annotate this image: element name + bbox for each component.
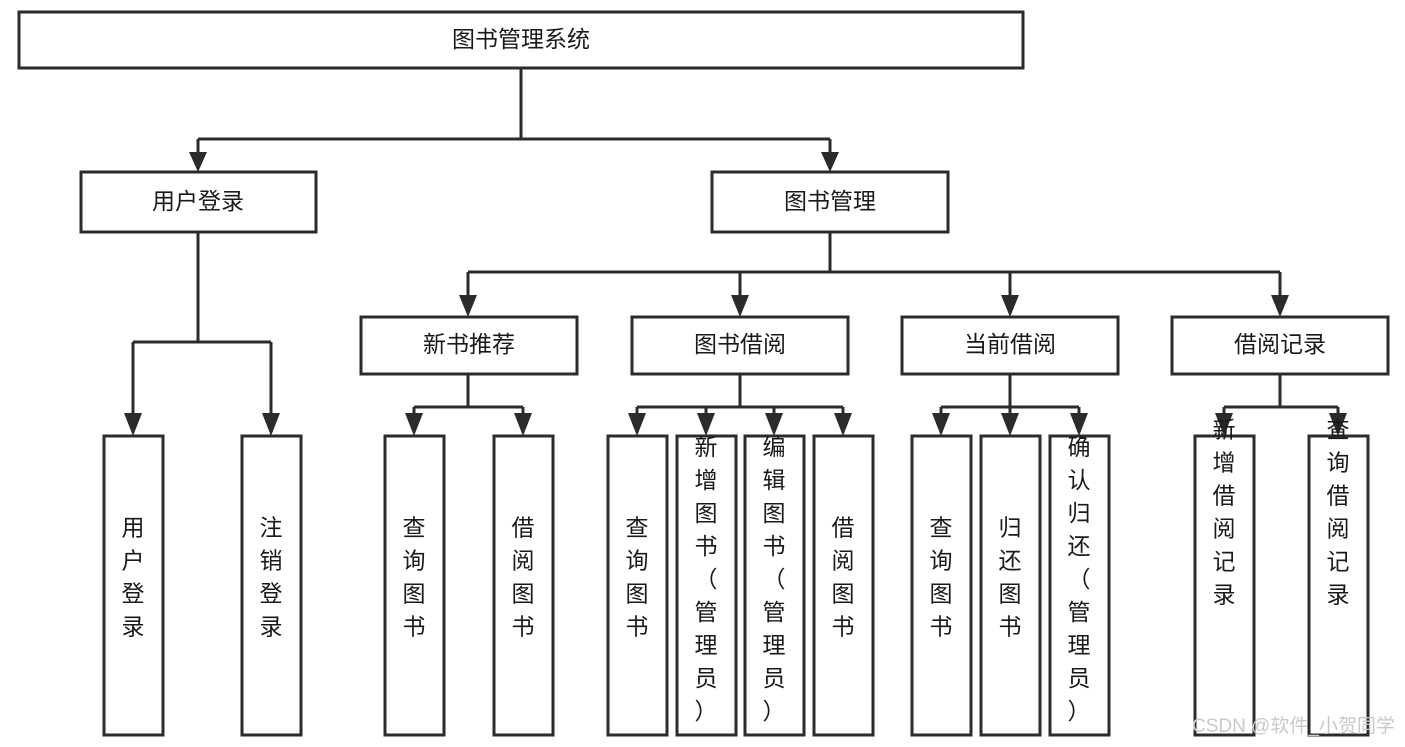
leaf-confirm-return[interactable]: 确认归还（管理员）	[1048, 434, 1111, 737]
leaf-query-book-1[interactable]: 查询图书	[383, 434, 446, 737]
leaf-user-login-box[interactable]	[102, 434, 165, 737]
node-root-box[interactable]	[17, 10, 1025, 70]
leaf-borrow-book-2-box[interactable]	[812, 434, 875, 737]
leaf-user-login[interactable]: 用户登录	[102, 434, 165, 737]
arrow-head-leaf-logout	[262, 413, 280, 436]
leaf-borrow-book-2-label: 借阅图书	[832, 515, 855, 640]
connector-group	[124, 68, 1347, 436]
leaf-borrow-book-1-box[interactable]	[492, 434, 555, 737]
leaf-query-record[interactable]: 查询借阅记录	[1307, 417, 1370, 737]
node-book-manage-box[interactable]	[710, 170, 950, 234]
leaf-return-book-label: 归还图书	[999, 515, 1022, 640]
leaf-add-record-label: 新增借阅记录	[1213, 417, 1236, 608]
arrow-head-leaf-add-record	[1215, 413, 1233, 436]
node-user-login-box[interactable]	[79, 170, 318, 234]
arrow-head-book-manage	[821, 152, 839, 172]
leaf-borrow-book-1-label: 借阅图书	[512, 515, 535, 640]
node-borrow-record-label: 借阅记录	[1234, 331, 1326, 357]
leaf-add-book-label: 新增图书（管理员）	[695, 434, 718, 724]
leaf-confirm-return-label: 确认归还（管理员）	[1068, 434, 1091, 724]
leaf-add-record-box[interactable]	[1193, 434, 1256, 737]
arrow-head-current-borrow	[1001, 295, 1019, 317]
leaf-user-login-label: 用户登录	[122, 515, 145, 640]
arrow-head-leaf-query-book-1	[405, 413, 423, 436]
leaf-add-book-box[interactable]	[675, 434, 738, 737]
node-book-manage-label: 图书管理	[784, 188, 876, 214]
leaf-return-book[interactable]: 归还图书	[979, 434, 1042, 737]
node-book-borrow-label: 图书借阅	[694, 331, 786, 357]
node-new-book-rec-box[interactable]	[359, 315, 579, 376]
leaf-query-book-2-label: 查询图书	[626, 515, 649, 640]
node-root-label: 图书管理系统	[452, 26, 590, 52]
node-current-borrow-label: 当前借阅	[964, 331, 1056, 357]
arrow-head-leaf-query-book-2	[628, 413, 646, 436]
arrow-head-leaf-add-book	[697, 413, 715, 436]
arrow-head-leaf-query-book-3	[932, 413, 950, 436]
arrow-head-leaf-user-login	[124, 413, 142, 436]
leaf-query-book-2[interactable]: 查询图书	[606, 434, 669, 737]
leaf-query-book-1-box[interactable]	[383, 434, 446, 737]
node-borrow-record[interactable]: 借阅记录	[1170, 315, 1390, 376]
node-borrow-record-box[interactable]	[1170, 315, 1390, 376]
leaf-query-record-label: 查询借阅记录	[1327, 417, 1350, 608]
arrow-head-new-book-rec	[459, 295, 477, 317]
leaf-add-book[interactable]: 新增图书（管理员）	[675, 434, 738, 737]
leaf-logout-box[interactable]	[240, 434, 303, 737]
leaf-logout[interactable]: 注销登录	[240, 434, 303, 737]
arrow-head-book-borrow	[731, 295, 749, 317]
node-book-manage[interactable]: 图书管理	[710, 170, 950, 234]
arrow-head-leaf-borrow-book-1	[514, 413, 532, 436]
arrow-head-user-login	[189, 152, 207, 172]
arrow-head-leaf-borrow-book-2	[834, 413, 852, 436]
arrow-head-leaf-query-record	[1329, 413, 1347, 436]
leaf-borrow-book-1[interactable]: 借阅图书	[492, 434, 555, 737]
leaf-edit-book-label: 编辑图书（管理员）	[763, 434, 786, 724]
node-book-borrow[interactable]: 图书借阅	[630, 315, 850, 376]
leaf-edit-book-box[interactable]	[743, 434, 806, 737]
leaf-return-book-box[interactable]	[979, 434, 1042, 737]
arrow-head-borrow-record	[1271, 295, 1289, 317]
leaf-borrow-book-2[interactable]: 借阅图书	[812, 434, 875, 737]
leaf-query-book-3[interactable]: 查询图书	[910, 434, 973, 737]
node-new-book-rec-label: 新书推荐	[423, 331, 515, 357]
node-current-borrow-box[interactable]	[900, 315, 1120, 376]
leaf-query-record-box[interactable]	[1307, 434, 1370, 737]
arrow-head-leaf-return-book	[1001, 413, 1019, 436]
leaf-logout-label: 注销登录	[260, 515, 283, 640]
node-new-book-rec[interactable]: 新书推荐	[359, 315, 579, 376]
arrow-head-leaf-confirm-return	[1070, 413, 1088, 436]
leaf-query-book-3-box[interactable]	[910, 434, 973, 737]
watermark-text: CSDN @软件_小贺同学	[1192, 715, 1395, 737]
node-user-login-label: 用户登录	[152, 188, 244, 214]
leaf-add-record[interactable]: 新增借阅记录	[1193, 417, 1256, 737]
leaf-query-book-1-label: 查询图书	[403, 515, 426, 640]
leaf-edit-book[interactable]: 编辑图书（管理员）	[743, 434, 806, 737]
leaf-query-book-2-box[interactable]	[606, 434, 669, 737]
arrow-head-leaf-edit-book	[765, 413, 783, 436]
leaf-confirm-return-box[interactable]	[1048, 434, 1111, 737]
node-book-borrow-box[interactable]	[630, 315, 850, 376]
leaf-query-book-3-label: 查询图书	[930, 515, 953, 640]
node-current-borrow[interactable]: 当前借阅	[900, 315, 1120, 376]
node-root[interactable]: 图书管理系统	[17, 10, 1025, 70]
node-user-login[interactable]: 用户登录	[79, 170, 318, 234]
